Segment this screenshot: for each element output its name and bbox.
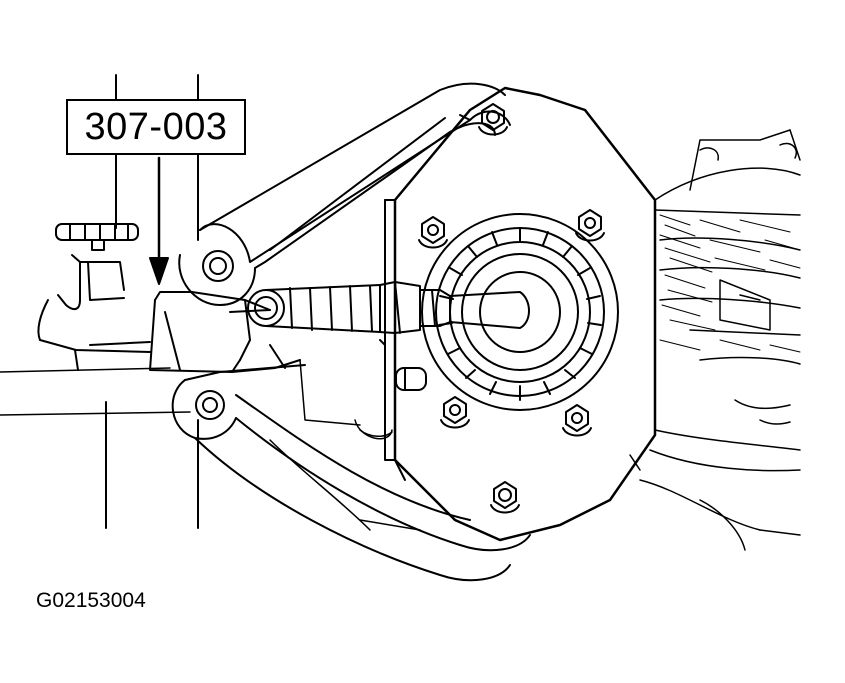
forcing-screw xyxy=(247,281,530,391)
figure-id: G02153004 xyxy=(36,589,146,612)
background-structure xyxy=(0,129,801,551)
valve-assembly xyxy=(37,223,151,371)
puller-upper-arm xyxy=(178,82,511,306)
housing-hatching xyxy=(659,214,801,353)
bolt-icon xyxy=(418,103,605,514)
puller-plate xyxy=(384,86,657,542)
gear-flange xyxy=(421,213,619,411)
puller-lower-arm xyxy=(171,364,531,582)
lower-housing xyxy=(299,359,641,471)
tool-number-callout: 307-003 xyxy=(66,99,246,155)
arrow-down-icon xyxy=(149,156,169,285)
